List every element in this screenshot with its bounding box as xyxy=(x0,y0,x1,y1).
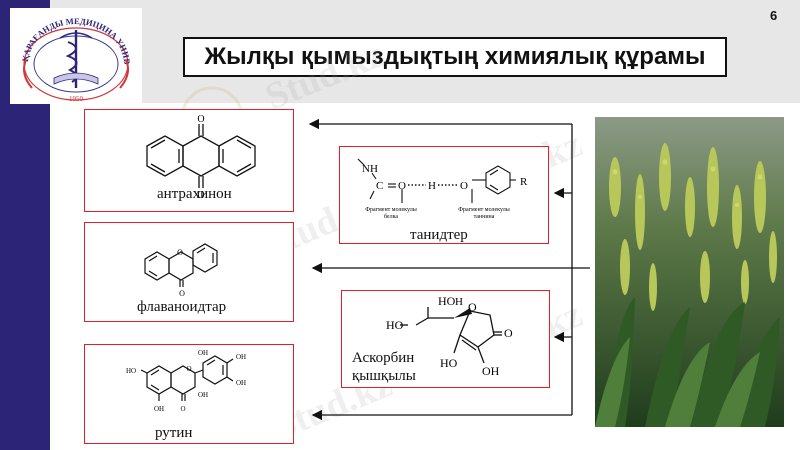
rutin-structure: HO OH OH OH OH OH O O xyxy=(126,349,246,413)
compound-label: флаваноидтар xyxy=(137,299,227,315)
tannin-structure: NH C O H O R Фрагмент молекулы белка Фра… xyxy=(357,158,528,220)
flavanoid-structure: O O xyxy=(144,243,218,298)
atom-label: O xyxy=(197,114,204,125)
atom-label: OH xyxy=(482,364,500,378)
logo-emblem-icon: ҚАРАҒАНДЫ МЕДИЦИНА УНИВЕРСИТЕТІ 1950 xyxy=(7,0,132,103)
sorrel-plant-photo xyxy=(595,117,784,427)
compound-label: Аскорбин қышқылы xyxy=(352,350,416,384)
atom-label: HO xyxy=(438,294,456,308)
atom-label: OH xyxy=(154,405,164,413)
compound-label: антрахинон xyxy=(157,186,232,202)
atom-label: HO xyxy=(386,318,404,332)
atom-label: HO xyxy=(126,367,136,375)
compound-label: рутин xyxy=(155,425,193,441)
atom-label: O xyxy=(180,405,185,413)
compound-label: танидтер xyxy=(410,227,468,243)
caption-tannin: Фрагмент молекулы таннина xyxy=(458,207,510,220)
atom-label: NH xyxy=(362,163,378,175)
ascorbic-structure: HO HO H O O HO OH xyxy=(386,294,513,378)
ascorbic-acid-box: HO HO H O O HO OH Аскорбин қышқылы xyxy=(341,290,550,388)
atom-label: OH xyxy=(198,349,208,357)
atom-label: C xyxy=(376,180,383,192)
anthraquinone-box: O O антрахинон xyxy=(84,109,294,212)
atom-label: O xyxy=(460,180,468,192)
atom-label: O xyxy=(398,180,406,192)
flavanoids-box: O O флаваноидтар xyxy=(84,222,294,322)
tannins-box: NH C O H O R Фрагмент молекулы белка Фра… xyxy=(339,146,549,244)
logo-year: 1950 xyxy=(69,95,84,103)
atom-label: OH xyxy=(198,391,208,399)
atom-label: H xyxy=(455,296,463,308)
atom-label: O xyxy=(186,365,191,373)
caption-protein: Фрагмент молекулы белка xyxy=(365,207,417,220)
university-logo: ҚАРАҒАНДЫ МЕДИЦИНА УНИВЕРСИТЕТІ 1950 xyxy=(7,0,142,104)
atom-label: OH xyxy=(236,353,246,361)
atom-label: O xyxy=(179,289,185,298)
atom-label: O xyxy=(177,248,183,257)
anthraquinone-structure: O O xyxy=(146,114,256,201)
atom-label: H xyxy=(428,180,436,192)
rutin-box: HO OH OH OH OH OH O O рутин xyxy=(84,344,294,444)
slide-title: Жылқы қымыздықтың химиялық құрамы xyxy=(183,37,727,77)
page-number: 6 xyxy=(770,8,778,23)
atom-label: HO xyxy=(440,356,458,370)
atom-label: R xyxy=(520,176,528,188)
atom-label: O xyxy=(468,300,477,314)
atom-label: O xyxy=(504,326,513,340)
atom-label: O xyxy=(197,190,204,201)
atom-label: OH xyxy=(236,379,246,387)
